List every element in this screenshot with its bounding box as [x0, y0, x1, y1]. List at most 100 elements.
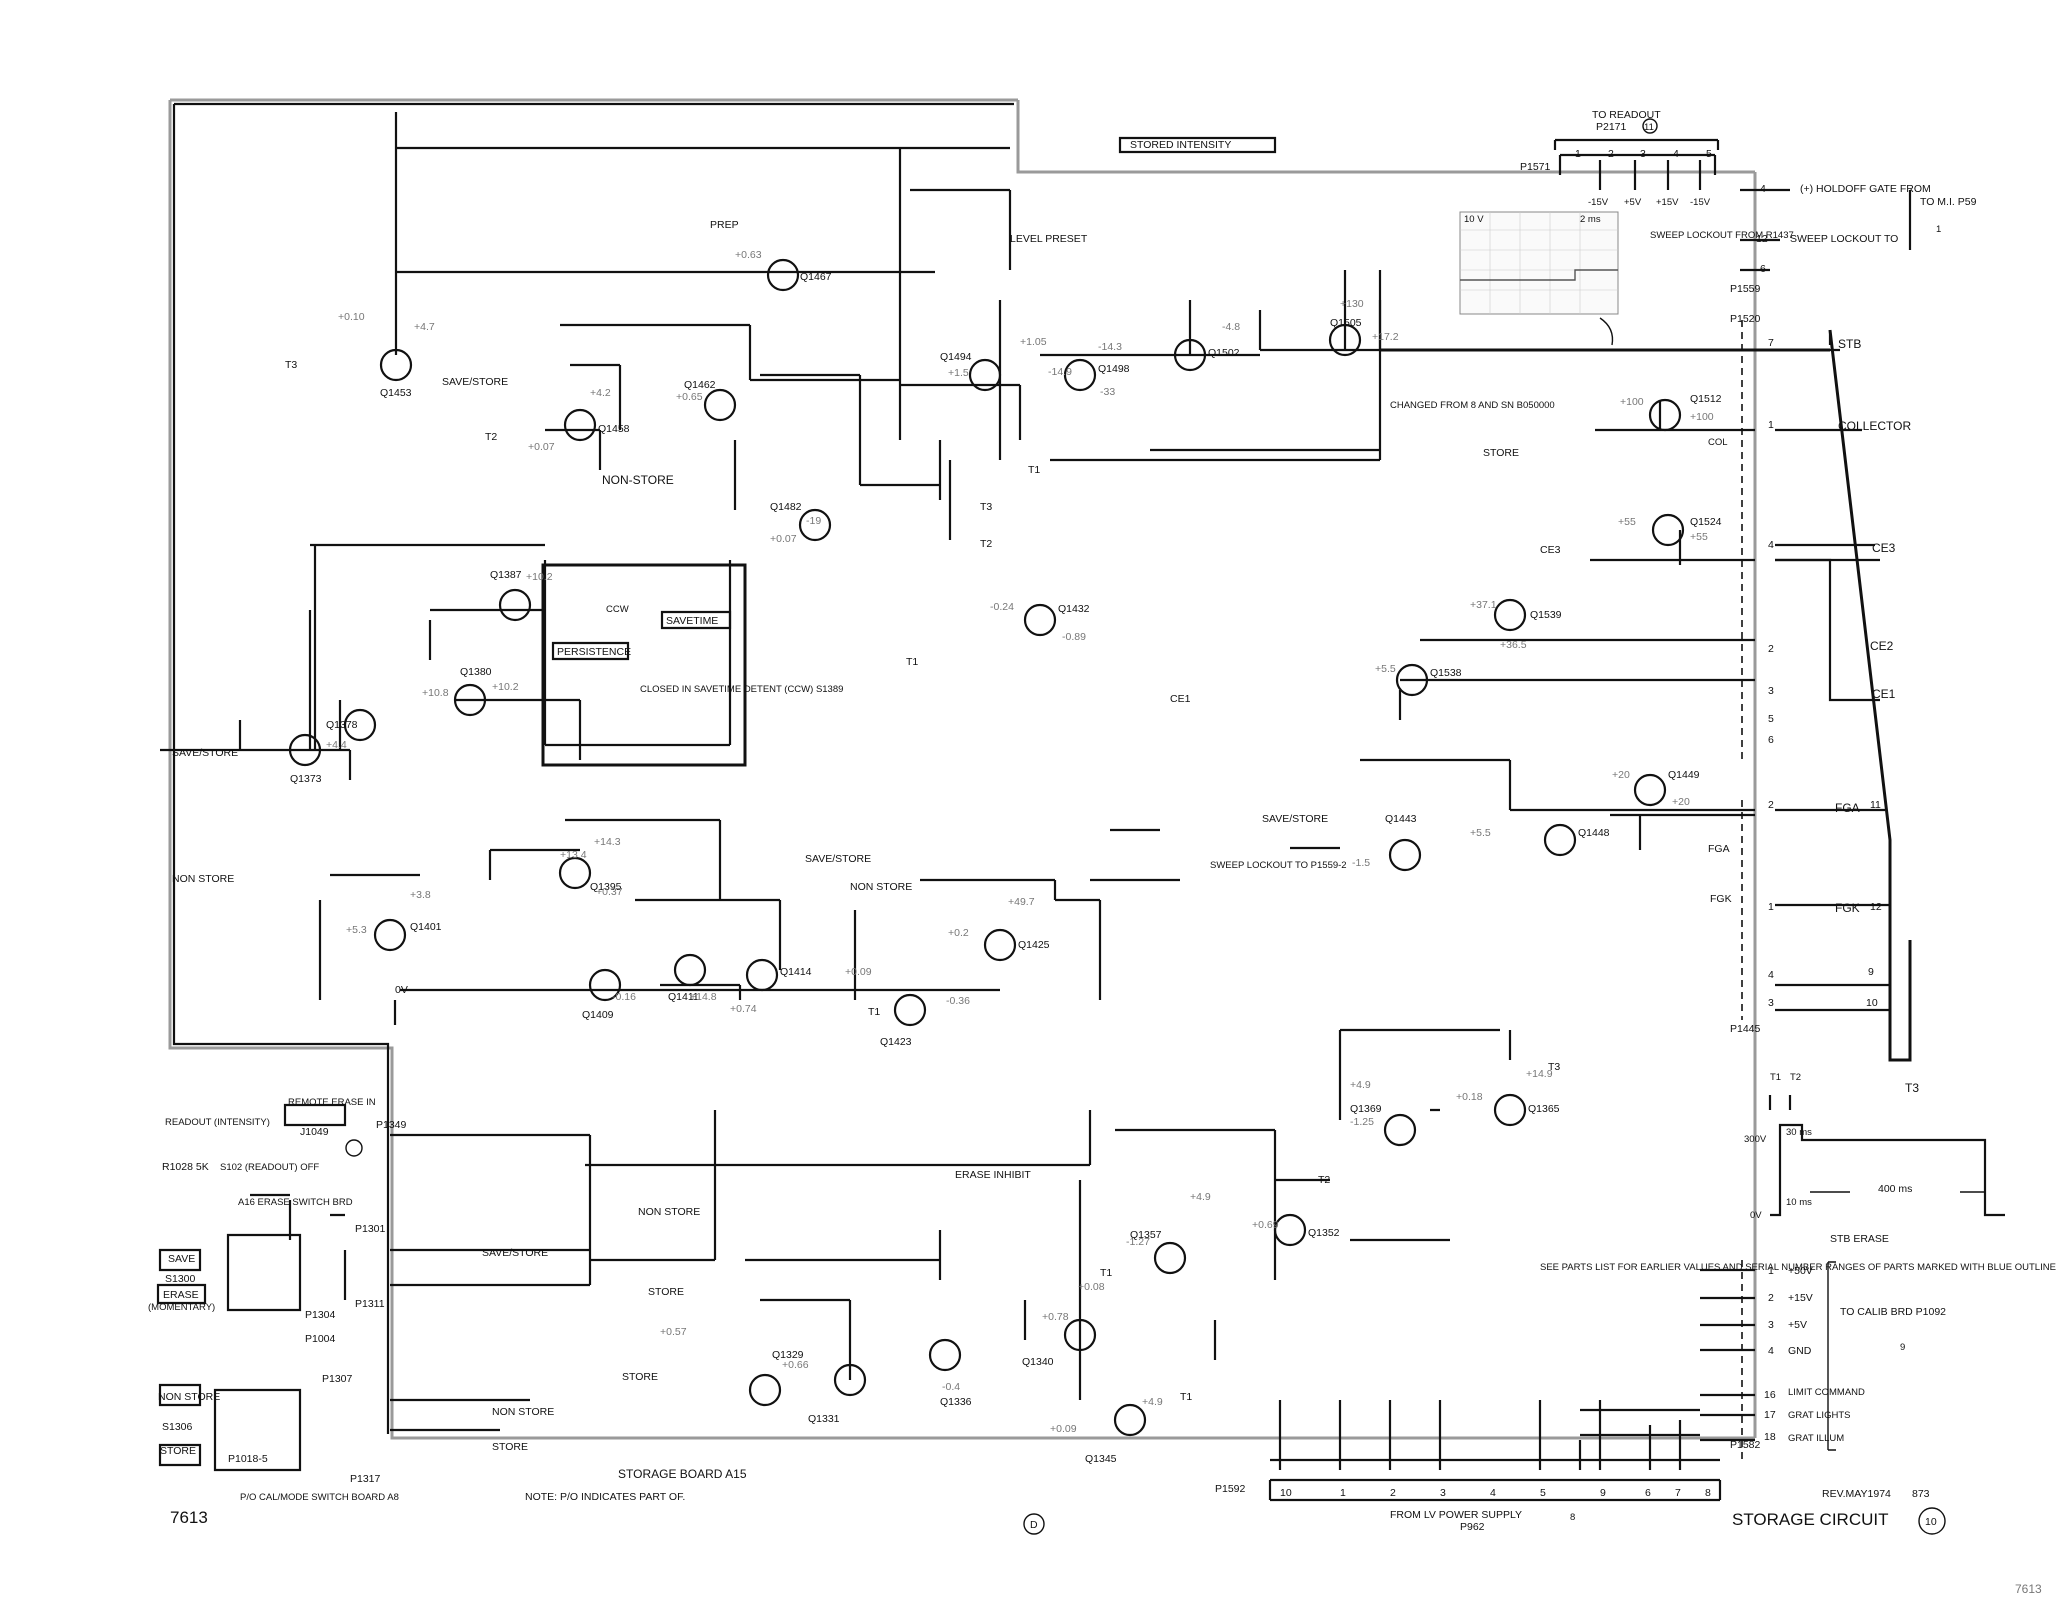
net-non-store-2: NON STORE	[172, 873, 234, 885]
net-store-4: STORE	[492, 1441, 528, 1453]
q1411-label: Q1411	[668, 991, 699, 1003]
q1524: Q1524	[1651, 513, 1722, 547]
net-persistence: PERSISTENCE	[557, 646, 631, 658]
q1502: Q1502	[1173, 338, 1240, 372]
net-non-store-1: NON-STORE	[602, 473, 674, 487]
readout-supply-3: +15V	[1656, 197, 1679, 208]
v-03: +0.63	[735, 249, 762, 261]
erase-non-store: NON STORE	[158, 1391, 220, 1403]
v-43: +49.7	[1008, 896, 1035, 908]
net-closed-in: CLOSED IN SAVETIME DETENT (CCW) S1389	[640, 684, 843, 695]
voltage-annotations: +0.10 +4.7 +0.63 +0.65 +4.2 +0.07 -19 +0…	[326, 249, 1714, 1435]
erase-remote: REMOTE ERASE IN	[288, 1097, 376, 1108]
calib-pin-18: 18	[1764, 1431, 1776, 1443]
v-53: -1.27	[1126, 1236, 1150, 1248]
q1494: Q1494	[940, 351, 1002, 392]
v-49: +0.78	[1042, 1311, 1069, 1323]
q1352: Q1352	[1273, 1213, 1340, 1247]
v-59: +14.9	[1526, 1068, 1553, 1080]
v-45: -0.36	[946, 995, 970, 1007]
q1345-label: Q1345	[1085, 1453, 1117, 1465]
q1369: Q1369	[1350, 1103, 1417, 1147]
net-t3-2: T3	[980, 501, 992, 513]
connector-crt: P1520 STB COLLECTOR CE3 CE2 CE1 7 1 4 2 …	[1730, 313, 1911, 760]
readout-pin-3: 3	[1640, 148, 1646, 160]
crt-pin-6: 6	[1768, 734, 1774, 746]
mi-holdoff: (+) HOLDOFF GATE FROM	[1800, 183, 1931, 195]
v-24: +20	[1612, 769, 1630, 781]
q1538-label: Q1538	[1430, 667, 1462, 679]
erase-p1307: P1307	[322, 1373, 353, 1385]
net-t2-2: T2	[980, 538, 992, 550]
net-t1-3: T1	[868, 1006, 880, 1018]
q1502-label: Q1502	[1208, 347, 1240, 359]
net-fga: FGA	[1708, 843, 1730, 855]
q1423: Q1423	[880, 993, 927, 1048]
mi-title: TO M.I. P59	[1920, 196, 1977, 208]
net-t2-3: T2	[1318, 1174, 1330, 1186]
v-29: +10.8	[422, 687, 449, 699]
calib-signal-gnd: GND	[1788, 1345, 1812, 1357]
calib-signal-grat-lights: GRAT LIGHTS	[1788, 1410, 1850, 1421]
sheet-corner-number: 7613	[2015, 1582, 2042, 1596]
lv-pin-1: 1	[1340, 1487, 1346, 1499]
q1378: Q1378	[326, 708, 377, 742]
lv-plug: P1592	[1215, 1483, 1246, 1495]
crt-pin-2: 2	[1768, 643, 1774, 655]
mi-sweep-lockout-from: SWEEP LOCKOUT FROM R1437	[1650, 230, 1794, 241]
erase-r1028: R1028 5K	[162, 1161, 209, 1173]
changed-from: CHANGED FROM 8 AND SN B050000	[1390, 400, 1555, 411]
q1401-label: Q1401	[410, 921, 442, 933]
q1453: Q1453	[379, 348, 413, 399]
v-42: -0.89	[1062, 631, 1086, 643]
timing-diagram: T1 T2 T3 300V 0V 30 ms 10 ms 400 ms STB …	[1744, 1072, 2005, 1245]
crt-pin-5: 5	[1768, 713, 1774, 725]
calib-title: TO CALIB BRD P1092	[1840, 1306, 1946, 1318]
q1443-label: Q1443	[1385, 813, 1417, 825]
q1482: Q1482	[770, 501, 832, 542]
calib-pin-2: 2	[1768, 1292, 1774, 1304]
readout-circ: 11	[1644, 122, 1654, 133]
q1524-label: Q1524	[1690, 516, 1722, 528]
v-15: +130	[1340, 298, 1364, 310]
q1425-label: Q1425	[1018, 939, 1050, 951]
erase-p1311: P1311	[355, 1298, 385, 1310]
calib-pin-1: 1	[1768, 1265, 1774, 1277]
net-labels: SAVE/STORE NON-STORE STORE STORED INTENS…	[172, 136, 1732, 1453]
v-47: +0.66	[782, 1359, 809, 1371]
q1505: Q1505	[1328, 317, 1362, 357]
v-23: +5.5	[1375, 663, 1396, 675]
q1395-label: Q1395	[590, 881, 622, 893]
q1448-label: Q1448	[1578, 827, 1610, 839]
v-20: +55	[1690, 531, 1708, 543]
erase-cal-mode: P/O CAL/MODE SWITCH BOARD A8	[240, 1492, 399, 1503]
net-store-1: STORE	[1483, 447, 1519, 459]
crt-signal-ce2: CE2	[1870, 639, 1894, 653]
timing-caption: STB ERASE	[1830, 1233, 1889, 1245]
crt-signal-collector: COLLECTOR	[1838, 419, 1911, 433]
net-t3-1: T3	[285, 359, 297, 371]
net-save-store-5: SAVE/STORE	[482, 1247, 548, 1259]
readout-pin-1: 1	[1575, 148, 1581, 160]
v-02: +4.7	[414, 321, 435, 333]
net-save-store-4: SAVE/STORE	[1262, 813, 1328, 825]
q1336: Q1336	[928, 1338, 972, 1408]
v-04: +0.65	[676, 391, 703, 403]
connector-readout: TO READOUT P2171 11 1 2 3 4 5 -15V +5V +…	[1520, 109, 1720, 208]
mi-plug: P1559	[1730, 283, 1761, 295]
v-17: +100	[1620, 396, 1644, 408]
readout-supply-1: -15V	[1588, 197, 1609, 208]
q1395: Q1395	[558, 856, 622, 893]
lv-pin-10: 10	[1280, 1487, 1292, 1499]
q1329-label: Q1329	[772, 1349, 804, 1361]
v-08: +0.07	[770, 533, 797, 545]
v-52: +4.9	[1142, 1396, 1163, 1408]
calib-pin-3: 3	[1768, 1319, 1774, 1331]
board-outline: STORAGE BOARD A15	[168, 98, 1757, 1481]
lv-circ: 8	[1570, 1512, 1575, 1523]
board-label: STORAGE BOARD A15	[618, 1467, 747, 1481]
q1482-label: Q1482	[770, 501, 802, 513]
v-40: +0.09	[845, 966, 872, 978]
q1432: Q1432	[1023, 603, 1090, 637]
crt2-fgk: FGK	[1835, 901, 1860, 915]
